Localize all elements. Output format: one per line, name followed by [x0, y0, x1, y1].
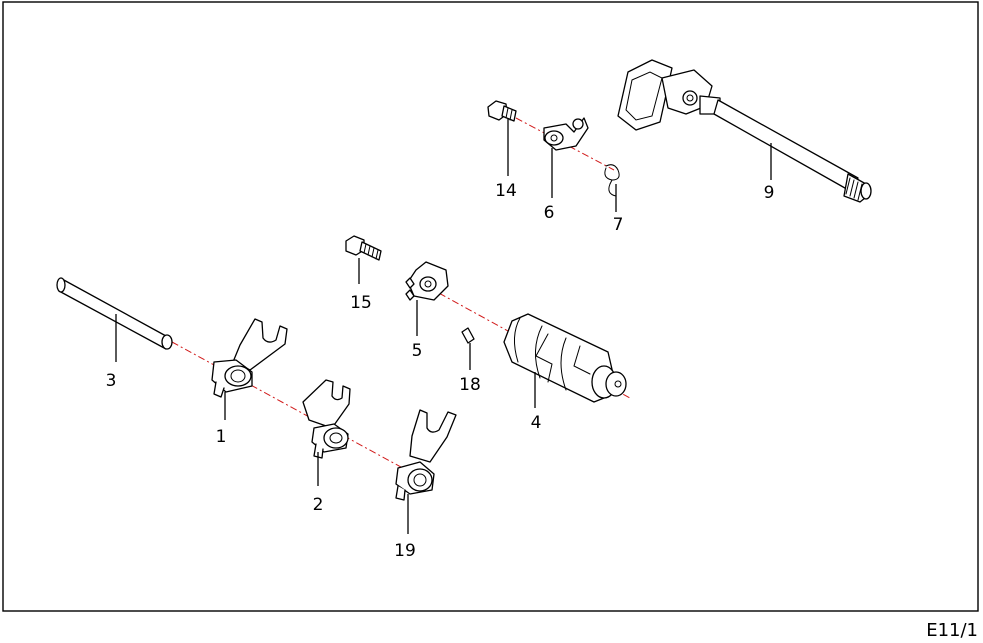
callouts: 3 1 2 19 15 5 18 4 14 6 7 9 — [106, 181, 775, 561]
callout-1: 1 — [216, 427, 227, 447]
callout-6: 6 — [544, 203, 555, 223]
callout-15: 15 — [350, 293, 372, 313]
callout-14: 14 — [495, 181, 517, 201]
shift-fork-19 — [395, 409, 457, 501]
callout-4: 4 — [531, 413, 542, 433]
shift-fork-2 — [302, 379, 351, 459]
leader-lines — [115, 118, 772, 534]
fork-shaft-axis — [171, 341, 433, 485]
callout-3: 3 — [106, 371, 117, 391]
pin-18 — [461, 327, 475, 344]
callout-18: 18 — [459, 375, 481, 395]
bolt-15 — [345, 235, 382, 261]
callout-2: 2 — [313, 495, 324, 515]
bolt-14 — [487, 100, 517, 122]
spring-7 — [604, 164, 620, 197]
diagram-frame — [2, 1, 979, 612]
callout-7: 7 — [613, 215, 624, 235]
callout-19: 19 — [394, 541, 416, 561]
shift-cam-5 — [405, 261, 449, 301]
shift-drum-4 — [503, 313, 627, 403]
callout-5: 5 — [412, 341, 423, 361]
centerlines — [171, 117, 631, 485]
gearshift-shaft-9 — [617, 59, 872, 203]
page-id: E11/1 — [926, 620, 978, 641]
stopper-arm-6 — [543, 117, 589, 151]
fork-shaft — [56, 277, 173, 350]
callout-9: 9 — [764, 183, 775, 203]
shift-fork-1 — [211, 318, 288, 398]
